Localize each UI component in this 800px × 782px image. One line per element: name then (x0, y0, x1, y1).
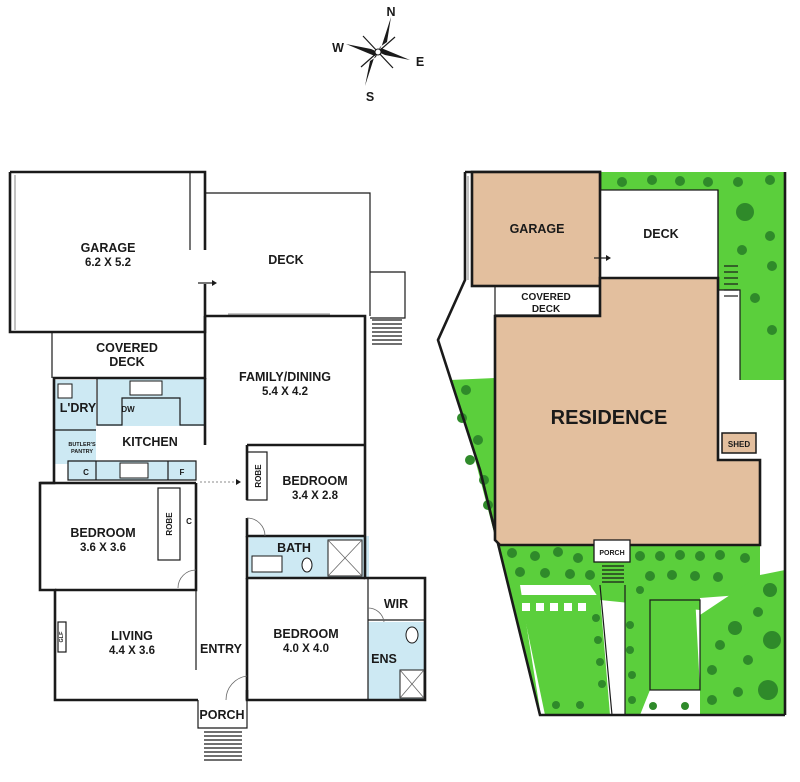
garage-walls (8, 170, 207, 334)
sp-deck-label: DECK (643, 227, 678, 241)
sp-porch-label: PORCH (599, 550, 624, 557)
bedroom1-door (177, 569, 197, 589)
fp-deck-label: DECK (268, 253, 303, 267)
front-path (599, 584, 626, 716)
compass-east-label: E (416, 55, 424, 69)
garden-south-east (700, 570, 785, 715)
fp-living-label: LIVING (111, 629, 153, 643)
hall-arrow-icon (200, 479, 241, 485)
fp-bedroom1-robe-label: ROBE (165, 512, 174, 536)
garden-south-west (520, 595, 610, 715)
bedroom2-robe (246, 451, 268, 501)
compass-south-label: S (366, 90, 374, 104)
ensuite-toilet (405, 626, 419, 644)
sp-shed-label: SHED (728, 440, 750, 449)
fp-dishwasher-label: DW (121, 405, 135, 414)
porch-outline (197, 700, 248, 729)
site-porch (593, 539, 631, 563)
bedroom1-robe (157, 487, 181, 561)
fp-bedroom3-dims: 4.0 X 4.0 (283, 643, 329, 655)
fp-bedroom2-robe-label: ROBE (254, 464, 263, 488)
fp-wir-label: WIR (384, 597, 408, 611)
garden-pavers (522, 603, 586, 611)
fp-bedroom1-dims: 3.6 X 3.6 (80, 542, 126, 554)
fp-entry-label: ENTRY (200, 642, 243, 656)
floor-plan: GARAGE 6.2 X 5.2 DECK COVERED DECK FAMIL… (8, 170, 427, 761)
fp-glf-label: GLF (59, 631, 65, 643)
fp-laundry-label: L'DRY (60, 401, 97, 415)
compass-north-label: N (386, 5, 395, 19)
deck-stairs (372, 319, 402, 345)
kitchen-counter-outline (67, 460, 197, 481)
fp-covered-deck-line2: DECK (109, 355, 144, 369)
fp-kitchen-cupboard-label: C (83, 468, 89, 477)
front-door (225, 675, 248, 701)
sp-covered-deck-line1: COVERED (521, 292, 570, 303)
fp-bedroom2-dims: 3.4 X 2.8 (292, 490, 339, 502)
site-garage-deck-arrow-icon (594, 255, 611, 261)
garden-south-mid (625, 595, 700, 715)
deck-steps-landing (370, 271, 406, 319)
ensuite-door (367, 607, 385, 623)
fp-family-dining-dims: 5.4 X 4.2 (262, 386, 308, 398)
compass-star-icon (346, 17, 410, 86)
sp-covered-deck-line2: DECK (532, 304, 561, 315)
laundry-trough (57, 383, 73, 399)
fp-living-dims: 4.4 X 3.6 (109, 645, 155, 657)
fp-kitchen-label: KITCHEN (122, 435, 178, 449)
bath-vanity (251, 555, 283, 573)
compass-west-label: W (332, 41, 344, 55)
garden-bed (649, 599, 701, 691)
fp-family-dining-label: FAMILY/DINING (239, 370, 331, 384)
fp-bath-label: BATH (277, 541, 311, 555)
kitchen-sink (129, 380, 163, 396)
fp-bedroom1-label: BEDROOM (70, 526, 135, 540)
kitchen-bench-outline (96, 378, 205, 426)
fp-porch-label: PORCH (199, 708, 244, 722)
site-plan: GARAGE DECK COVERED DECK RESIDENCE SHED … (436, 170, 787, 717)
fp-butlers-pantry-line2: PANTRY (71, 449, 93, 455)
fp-fridge-label: F (180, 468, 185, 477)
bath-toilet (301, 557, 313, 573)
fp-garage-dims: 6.2 X 5.2 (85, 257, 131, 269)
garden-trees (457, 175, 781, 710)
sp-garage-label: GARAGE (510, 222, 565, 236)
site-porch-stairs (602, 565, 624, 583)
fp-covered-deck-line1: COVERED (96, 341, 158, 355)
garden-north-east (600, 172, 785, 380)
site-deck-stairs (724, 265, 738, 297)
gas-log-fire (57, 621, 67, 653)
sp-residence-label: RESIDENCE (551, 407, 668, 429)
garage-deck-arrow-icon (198, 280, 217, 286)
fp-butlers-pantry-line1: BUTLER'S (68, 442, 96, 448)
garden-south-front (500, 545, 760, 710)
fp-bedroom1-cupboard-label: C (186, 517, 192, 526)
fp-bedroom3-label: BEDROOM (273, 627, 338, 641)
deck-outline (205, 192, 371, 316)
fp-bedroom2-label: BEDROOM (282, 474, 347, 488)
bedroom2-door (246, 517, 266, 537)
fp-garage-label: GARAGE (81, 241, 136, 255)
site-shed (721, 432, 757, 454)
compass-rose: N S E W (332, 5, 424, 104)
porch-stairs (204, 731, 242, 761)
fp-ensuite-label: ENS (371, 652, 397, 666)
ensuite-walls (367, 578, 425, 700)
cooktop (119, 462, 149, 479)
